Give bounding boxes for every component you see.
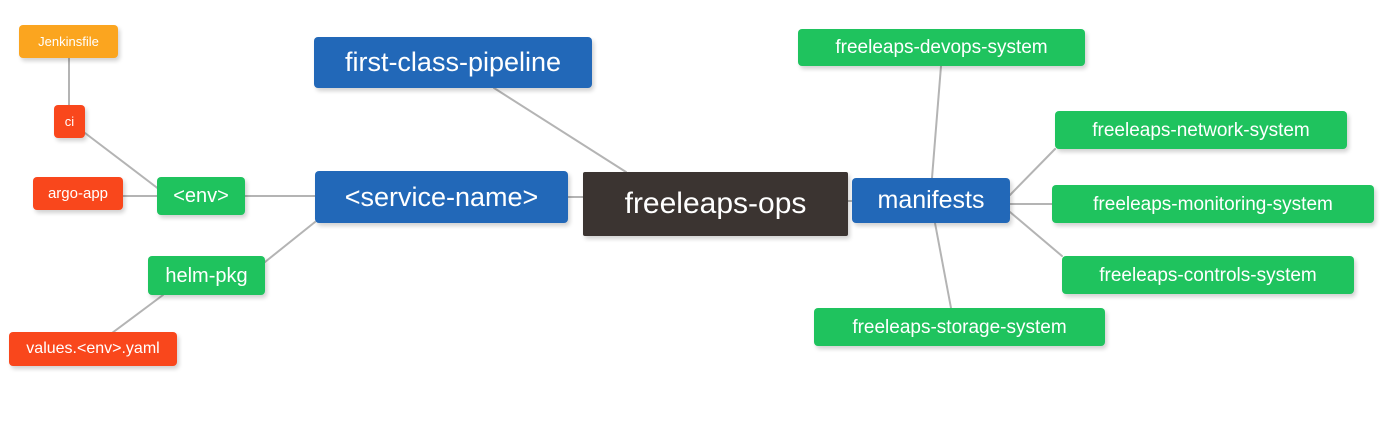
- edge-freeleaps-storage-system-to-manifests: [934, 222, 952, 309]
- edge-service-name-to-helm-pkg: [264, 221, 316, 263]
- edge-freeleaps-devops-system-to-manifests: [931, 65, 942, 179]
- edge-first-class-pipeline-to-freeleaps-ops: [493, 87, 627, 173]
- node-freeleaps-devops-system[interactable]: freeleaps-devops-system: [798, 29, 1085, 66]
- node-env[interactable]: <env>: [157, 177, 245, 215]
- edge-freeleaps-network-system-to-manifests: [1009, 148, 1056, 196]
- node-freeleaps-network-system[interactable]: freeleaps-network-system: [1055, 111, 1347, 149]
- node-service-name[interactable]: <service-name>: [315, 171, 568, 223]
- node-jenkinsfile[interactable]: Jenkinsfile: [19, 25, 118, 58]
- node-values-yaml[interactable]: values.<env>.yaml: [9, 332, 177, 366]
- node-freeleaps-monitoring-system[interactable]: freeleaps-monitoring-system: [1052, 185, 1374, 223]
- node-first-class-pipeline[interactable]: first-class-pipeline: [314, 37, 592, 88]
- node-freeleaps-ops[interactable]: freeleaps-ops: [583, 172, 848, 236]
- node-helm-pkg[interactable]: helm-pkg: [148, 256, 265, 295]
- edge-helm-pkg-to-values-yaml: [111, 294, 164, 334]
- node-manifests[interactable]: manifests: [852, 178, 1010, 223]
- node-ci[interactable]: ci: [54, 105, 85, 138]
- node-freeleaps-storage-system[interactable]: freeleaps-storage-system: [814, 308, 1105, 346]
- node-argo-app[interactable]: argo-app: [33, 177, 123, 210]
- node-freeleaps-controls-system[interactable]: freeleaps-controls-system: [1062, 256, 1354, 294]
